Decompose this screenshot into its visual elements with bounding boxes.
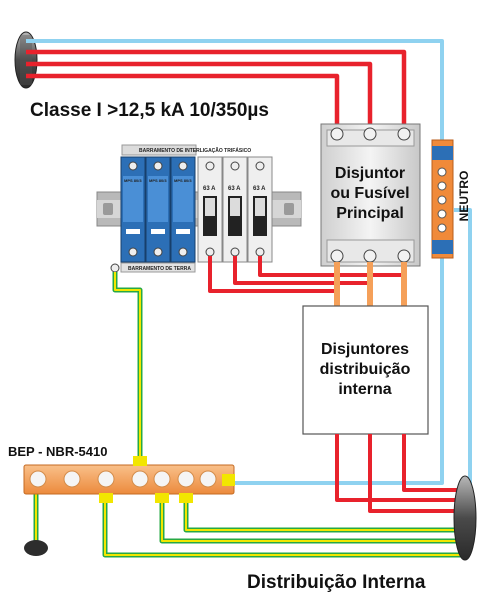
dps-unit-3: MPS 80/3 bbox=[170, 156, 196, 263]
distribution-line-3: interna bbox=[338, 381, 391, 398]
breaker-3: 63 A bbox=[247, 156, 273, 263]
main-breaker: Disjuntor ou Fusível Principal bbox=[320, 123, 421, 267]
svg-text:63 A: 63 A bbox=[203, 186, 216, 192]
internal-distribution-cable bbox=[453, 475, 477, 561]
internal-distribution-label: Distribuição Interna bbox=[247, 572, 426, 593]
bep-label: BEP - NBR-5410 bbox=[8, 444, 107, 459]
breaker-1: 63 A bbox=[197, 156, 223, 263]
earth-conductors bbox=[33, 272, 462, 558]
neutral-label: NEUTRO bbox=[457, 171, 471, 222]
ground-terminal-screw bbox=[110, 263, 120, 273]
dps-breaker-phase-wires bbox=[208, 256, 404, 293]
dps-unit-1: MPS 80/3 bbox=[120, 156, 146, 263]
breakers-63a: 63 A 63 A 63 A bbox=[197, 156, 273, 263]
incoming-phase-conductors bbox=[26, 49, 407, 128]
main-breaker-line-3: Principal bbox=[336, 205, 404, 222]
dps-unit-2: MPS 80/3 bbox=[145, 156, 171, 263]
main-to-distribution-links bbox=[334, 262, 407, 306]
class-rating-label: Classe I >12,5 kA 10/350µs bbox=[30, 100, 269, 121]
svg-text:MPS 80/3: MPS 80/3 bbox=[149, 178, 167, 183]
main-breaker-line-1: Disjuntor bbox=[335, 165, 405, 182]
incoming-cable bbox=[14, 31, 38, 89]
neutral-bar: NEUTRO bbox=[431, 139, 471, 259]
ground-bar-label: BARRAMENTO DE TERRA bbox=[128, 266, 191, 272]
svg-text:MPS 80/3: MPS 80/3 bbox=[174, 178, 192, 183]
distribution-line-2: distribuição bbox=[320, 361, 411, 378]
phase-bar-label: BARRAMENTO DE INTERLIGAÇÃO TRIFÁSICO bbox=[139, 147, 251, 154]
svg-text:MPS 80/3: MPS 80/3 bbox=[124, 178, 142, 183]
svg-text:63 A: 63 A bbox=[253, 186, 266, 192]
distribution-box: Disjuntores distribuição interna bbox=[302, 305, 429, 435]
outgoing-phase-conductors bbox=[335, 434, 462, 513]
surge-protectors: BARRAMENTO DE INTERLIGAÇÃO TRIFÁSICO MPS… bbox=[110, 144, 251, 273]
ground-electrode bbox=[24, 540, 48, 556]
bep-busbar bbox=[23, 456, 235, 503]
main-breaker-line-2: ou Fusível bbox=[330, 185, 409, 202]
svg-text:63 A: 63 A bbox=[228, 186, 241, 192]
distribution-line-1: Disjuntores bbox=[321, 341, 409, 358]
breaker-2: 63 A bbox=[222, 156, 248, 263]
